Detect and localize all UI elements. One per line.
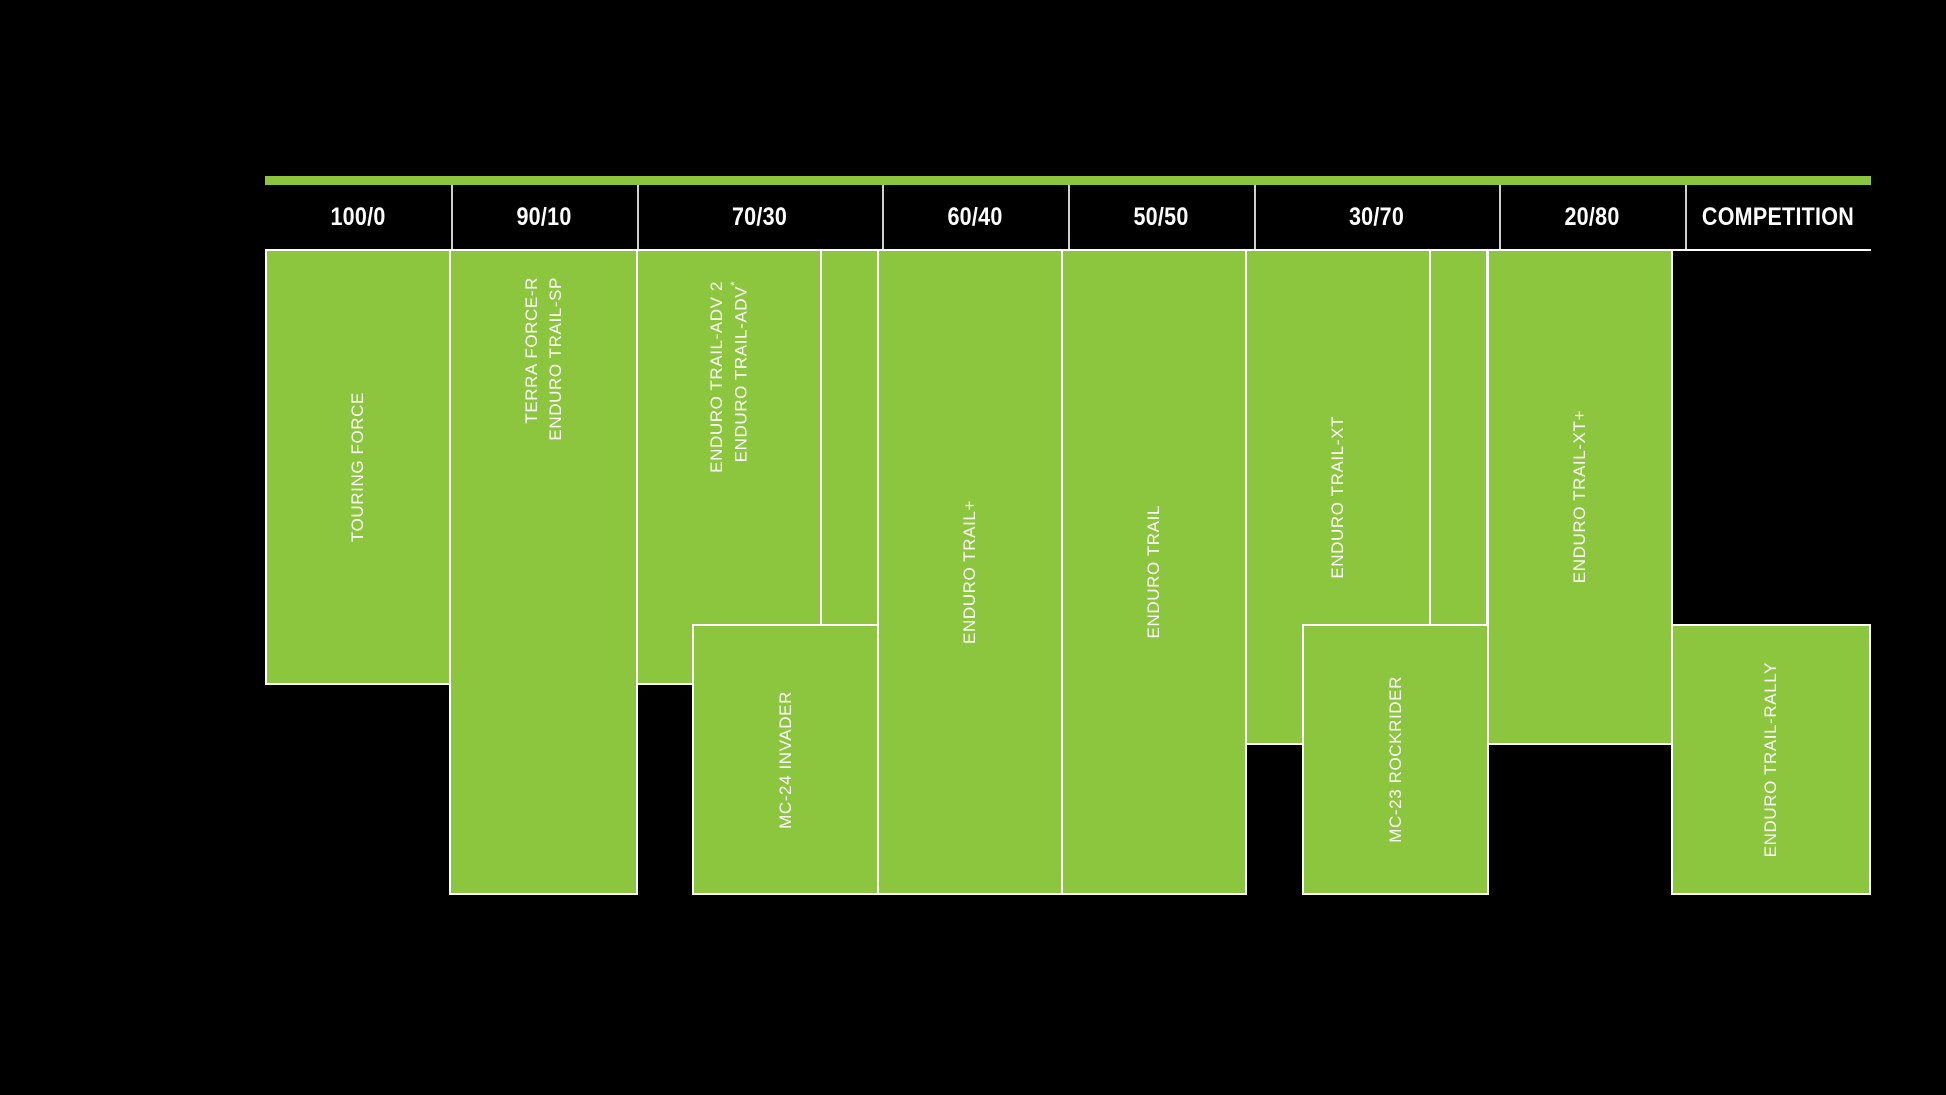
top-accent-rule (265, 176, 1871, 185)
bar-label-wrap: TOURING FORCE (267, 251, 449, 683)
header-divider-3 (882, 185, 884, 249)
bar-label-enduro-trail-sp: ENDURO TRAIL-SP (545, 277, 565, 441)
bar-mc23-rockrider[interactable]: MC-23 ROCKRIDER (1302, 624, 1489, 895)
bar-label-wrap: ENDURO TRAIL-ADV 2 ENDURO TRAIL-ADV* (638, 251, 820, 683)
header-cell-50-50[interactable]: 50/50 (1133, 202, 1189, 231)
bar-enduro-trail[interactable]: ENDURO TRAIL (1061, 251, 1247, 895)
bar-label-wrap: ENDURO TRAIL-RALLY (1673, 626, 1869, 893)
header-cell-20-80[interactable]: 20/80 (1564, 202, 1620, 231)
header-underline (265, 249, 1871, 251)
bar-label-enduro-trail: ENDURO TRAIL (1144, 505, 1164, 639)
header-divider-7 (1685, 185, 1687, 249)
header-cell-30-70[interactable]: 30/70 (1348, 202, 1405, 231)
bar-label-wrap: ENDURO TRAIL (1063, 251, 1245, 893)
bar-touring-force[interactable]: TOURING FORCE (265, 251, 451, 685)
bar-label-wrap: MC-24 INVADER (694, 626, 877, 893)
header-cell-60-40[interactable]: 60/40 (947, 202, 1003, 231)
bar-label-enduro-trail-xt-plus: ENDURO TRAIL-XT+ (1570, 410, 1590, 584)
bar-label-enduro-trail-rally: ENDURO TRAIL-RALLY (1761, 661, 1781, 858)
bar-enduro-trail-rally[interactable]: ENDURO TRAIL-RALLY (1671, 624, 1871, 895)
bar-label-touring-force: TOURING FORCE (348, 391, 368, 543)
bar-label-mc23-rockrider: MC-23 ROCKRIDER (1385, 676, 1405, 843)
bar-enduro-trail-adv-extension[interactable] (820, 251, 879, 631)
header-cell-100-0[interactable]: 100/0 (330, 202, 386, 231)
bar-enduro-trail-plus[interactable]: ENDURO TRAIL+ (877, 251, 1063, 895)
footnote-marker: * (729, 281, 742, 286)
bar-enduro-trail-xt-plus[interactable]: ENDURO TRAIL-XT+ (1487, 251, 1673, 745)
bar-label-enduro-trail-adv2: ENDURO TRAIL-ADV 2 (706, 281, 726, 473)
header-divider-2 (637, 185, 639, 249)
bar-label-enduro-trail-adv: ENDURO TRAIL-ADV* (729, 281, 751, 463)
bar-label-wrap: ENDURO TRAIL+ (879, 251, 1061, 893)
header-cell-competition[interactable]: COMPETITION (1701, 202, 1855, 231)
bar-label-wrap: ENDURO TRAIL-XT+ (1489, 251, 1671, 743)
category-header-row: 100/0 90/10 70/30 60/40 50/50 30/70 20/8… (265, 185, 1871, 249)
bar-enduro-trail-xt-extension[interactable] (1429, 251, 1488, 631)
header-divider-5 (1254, 185, 1256, 249)
bar-enduro-trail-adv2-adv[interactable]: ENDURO TRAIL-ADV 2 ENDURO TRAIL-ADV* (636, 251, 822, 685)
bar-terra-force-r-enduro-trail-sp[interactable]: TERRA FORCE-R ENDURO TRAIL-SP (449, 251, 638, 895)
header-cell-70-30[interactable]: 70/30 (731, 202, 788, 231)
header-cell-90-10[interactable]: 90/10 (516, 202, 572, 231)
bar-label-enduro-trail-xt: ENDURO TRAIL-XT (1328, 415, 1348, 579)
header-divider-1 (451, 185, 453, 249)
bar-label-wrap: MC-23 ROCKRIDER (1304, 626, 1487, 893)
bar-label-enduro-trail-plus: ENDURO TRAIL+ (960, 500, 980, 644)
bar-label-mc24-invader: MC-24 INVADER (775, 690, 795, 829)
bar-label-terra-force-r: TERRA FORCE-R (522, 277, 542, 424)
bar-mc24-invader[interactable]: MC-24 INVADER (692, 624, 879, 895)
header-divider-6 (1499, 185, 1501, 249)
header-divider-4 (1068, 185, 1070, 249)
bar-label-wrap: TERRA FORCE-R ENDURO TRAIL-SP (451, 251, 636, 893)
